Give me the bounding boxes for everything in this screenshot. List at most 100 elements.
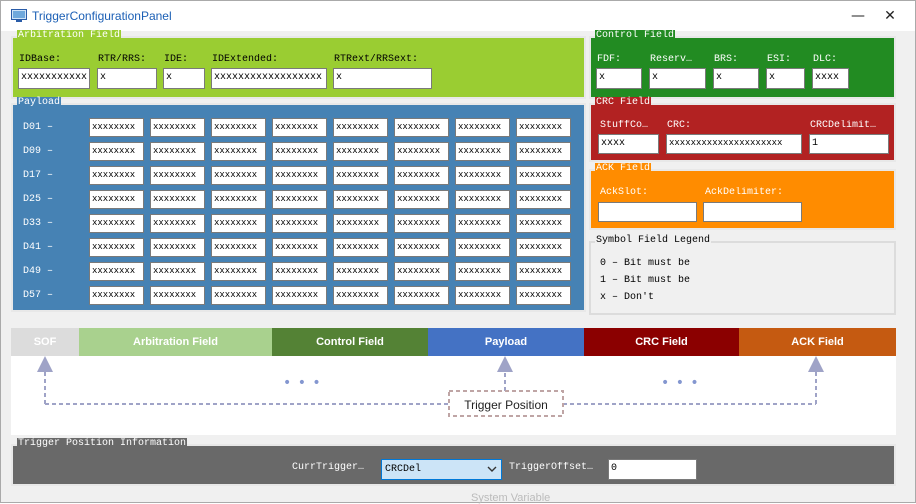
trigger-offset-field[interactable]: 0: [608, 459, 697, 480]
minimize-button[interactable]: —: [851, 8, 865, 24]
payload-byte-field[interactable]: xxxxxxxx: [394, 118, 449, 137]
payload-byte-field[interactable]: xxxxxxxx: [394, 262, 449, 281]
payload-byte-field[interactable]: xxxxxxxx: [516, 142, 571, 161]
payload-byte-field[interactable]: xxxxxxxx: [516, 286, 571, 305]
fdf-field[interactable]: x: [596, 68, 642, 89]
curr-trigger-dropdown[interactable]: CRCDel: [381, 459, 502, 480]
payload-byte-field[interactable]: xxxxxxxx: [333, 166, 388, 185]
payload-row-label: D01 –: [23, 122, 54, 133]
payload-byte-field[interactable]: xxxxxxxx: [455, 142, 510, 161]
brs-field[interactable]: x: [713, 68, 759, 89]
payload-byte-field[interactable]: xxxxxxxx: [89, 262, 144, 281]
payload-byte-field[interactable]: xxxxxxxx: [272, 238, 327, 257]
payload-byte-field[interactable]: xxxxxxxx: [150, 118, 205, 137]
payload-byte-field[interactable]: xxxxxxxx: [211, 262, 266, 281]
trigger-arrows: [37, 356, 824, 417]
app-icon: [11, 9, 27, 22]
payload-byte-field[interactable]: xxxxxxxx: [333, 286, 388, 305]
payload-byte-field[interactable]: xxxxxxxx: [150, 214, 205, 233]
symbol-legend-group: Symbol Field Legend 0 – Bit must be 1 – …: [589, 235, 896, 315]
payload-byte-field[interactable]: xxxxxxxx: [272, 166, 327, 185]
payload-byte-field[interactable]: xxxxxxxx: [333, 142, 388, 161]
ackslot-field[interactable]: [598, 202, 697, 222]
payload-byte-field[interactable]: xxxxxxxx: [394, 142, 449, 161]
ack-group-title: ACK Field: [595, 163, 652, 174]
curr-trigger-value: CRCDel: [385, 464, 422, 475]
ide-field[interactable]: x: [163, 68, 205, 89]
stuffcount-label: StuffCo…: [600, 120, 649, 131]
close-button[interactable]: ✕: [884, 8, 896, 24]
idextended-field[interactable]: xxxxxxxxxxxxxxxxxx: [211, 68, 327, 89]
payload-byte-field[interactable]: xxxxxxxx: [211, 214, 266, 233]
payload-byte-field[interactable]: xxxxxxxx: [272, 118, 327, 137]
payload-byte-field[interactable]: xxxxxxxx: [89, 238, 144, 257]
payload-byte-field[interactable]: xxxxxxxx: [455, 166, 510, 185]
payload-byte-field[interactable]: xxxxxxxx: [272, 214, 327, 233]
payload-byte-field[interactable]: xxxxxxxx: [455, 190, 510, 209]
payload-byte-field[interactable]: xxxxxxxx: [516, 166, 571, 185]
idbase-field[interactable]: xxxxxxxxxxx: [18, 68, 90, 89]
title-bar: TriggerConfigurationPanel — ✕: [0, 0, 916, 31]
payload-byte-field[interactable]: xxxxxxxx: [394, 166, 449, 185]
crcdelimiter-label: CRCDelimit…: [810, 120, 877, 131]
payload-byte-field[interactable]: xxxxxxxx: [394, 214, 449, 233]
payload-byte-field[interactable]: xxxxxxxx: [211, 166, 266, 185]
reserved-field[interactable]: x: [649, 68, 706, 89]
payload-byte-field[interactable]: xxxxxxxx: [89, 190, 144, 209]
rtr-rrs-field[interactable]: x: [97, 68, 157, 89]
payload-byte-field[interactable]: xxxxxxxx: [516, 190, 571, 209]
window-title: TriggerConfigurationPanel: [32, 9, 172, 23]
payload-byte-field[interactable]: xxxxxxxx: [455, 286, 510, 305]
payload-byte-field[interactable]: xxxxxxxx: [150, 142, 205, 161]
crcdelimiter-field[interactable]: 1: [809, 134, 889, 154]
payload-byte-field[interactable]: xxxxxxxx: [333, 118, 388, 137]
payload-byte-field[interactable]: xxxxxxxx: [272, 286, 327, 305]
footer-partial-label: System Variable: [471, 492, 551, 504]
esi-field[interactable]: x: [766, 68, 805, 89]
payload-byte-field[interactable]: xxxxxxxx: [455, 238, 510, 257]
payload-byte-field[interactable]: xxxxxxxx: [272, 190, 327, 209]
payload-byte-field[interactable]: xxxxxxxx: [333, 190, 388, 209]
payload-byte-field[interactable]: xxxxxxxx: [394, 286, 449, 305]
payload-byte-field[interactable]: xxxxxxxx: [516, 118, 571, 137]
payload-byte-field[interactable]: xxxxxxxx: [455, 262, 510, 281]
payload-byte-field[interactable]: xxxxxxxx: [211, 118, 266, 137]
payload-byte-field[interactable]: xxxxxxxx: [150, 238, 205, 257]
payload-byte-field[interactable]: xxxxxxxx: [211, 142, 266, 161]
payload-row-label: D49 –: [23, 266, 54, 277]
payload-byte-field[interactable]: xxxxxxxx: [150, 190, 205, 209]
payload-byte-field[interactable]: xxxxxxxx: [89, 118, 144, 137]
payload-byte-field[interactable]: xxxxxxxx: [211, 238, 266, 257]
payload-byte-field[interactable]: xxxxxxxx: [394, 190, 449, 209]
payload-byte-field[interactable]: xxxxxxxx: [89, 214, 144, 233]
payload-byte-field[interactable]: xxxxxxxx: [272, 142, 327, 161]
payload-byte-field[interactable]: xxxxxxxx: [333, 214, 388, 233]
payload-byte-field[interactable]: xxxxxxxx: [516, 214, 571, 233]
payload-byte-field[interactable]: xxxxxxxx: [333, 238, 388, 257]
payload-byte-field[interactable]: xxxxxxxx: [394, 238, 449, 257]
payload-byte-field[interactable]: xxxxxxxx: [89, 142, 144, 161]
stuffcount-field[interactable]: xxxx: [598, 134, 659, 154]
payload-byte-field[interactable]: xxxxxxxx: [89, 166, 144, 185]
payload-byte-field[interactable]: xxxxxxxx: [211, 286, 266, 305]
payload-byte-field[interactable]: xxxxxxxx: [150, 262, 205, 281]
rtrext-rrsext-field[interactable]: x: [333, 68, 432, 89]
payload-byte-field[interactable]: xxxxxxxx: [150, 166, 205, 185]
trigger-info-group: Trigger Position Information CurrTrigger…: [11, 438, 896, 486]
crc-label: CRC:: [667, 120, 692, 131]
payload-byte-field[interactable]: xxxxxxxx: [516, 238, 571, 257]
payload-byte-field[interactable]: xxxxxxxx: [516, 262, 571, 281]
payload-row-label: D09 –: [23, 146, 54, 157]
payload-byte-field[interactable]: xxxxxxxx: [150, 286, 205, 305]
payload-byte-field[interactable]: xxxxxxxx: [333, 262, 388, 281]
payload-byte-field[interactable]: xxxxxxxx: [455, 118, 510, 137]
dlc-field[interactable]: xxxx: [812, 68, 849, 89]
payload-byte-field[interactable]: xxxxxxxx: [272, 262, 327, 281]
ackdelimiter-field[interactable]: [703, 202, 802, 222]
payload-byte-field[interactable]: xxxxxxxx: [211, 190, 266, 209]
curr-trigger-label: CurrTrigger…: [292, 462, 365, 473]
payload-byte-field[interactable]: xxxxxxxx: [89, 286, 144, 305]
payload-byte-field[interactable]: xxxxxxxx: [455, 214, 510, 233]
crc-value-field[interactable]: xxxxxxxxxxxxxxxxxxxxx: [666, 134, 802, 154]
